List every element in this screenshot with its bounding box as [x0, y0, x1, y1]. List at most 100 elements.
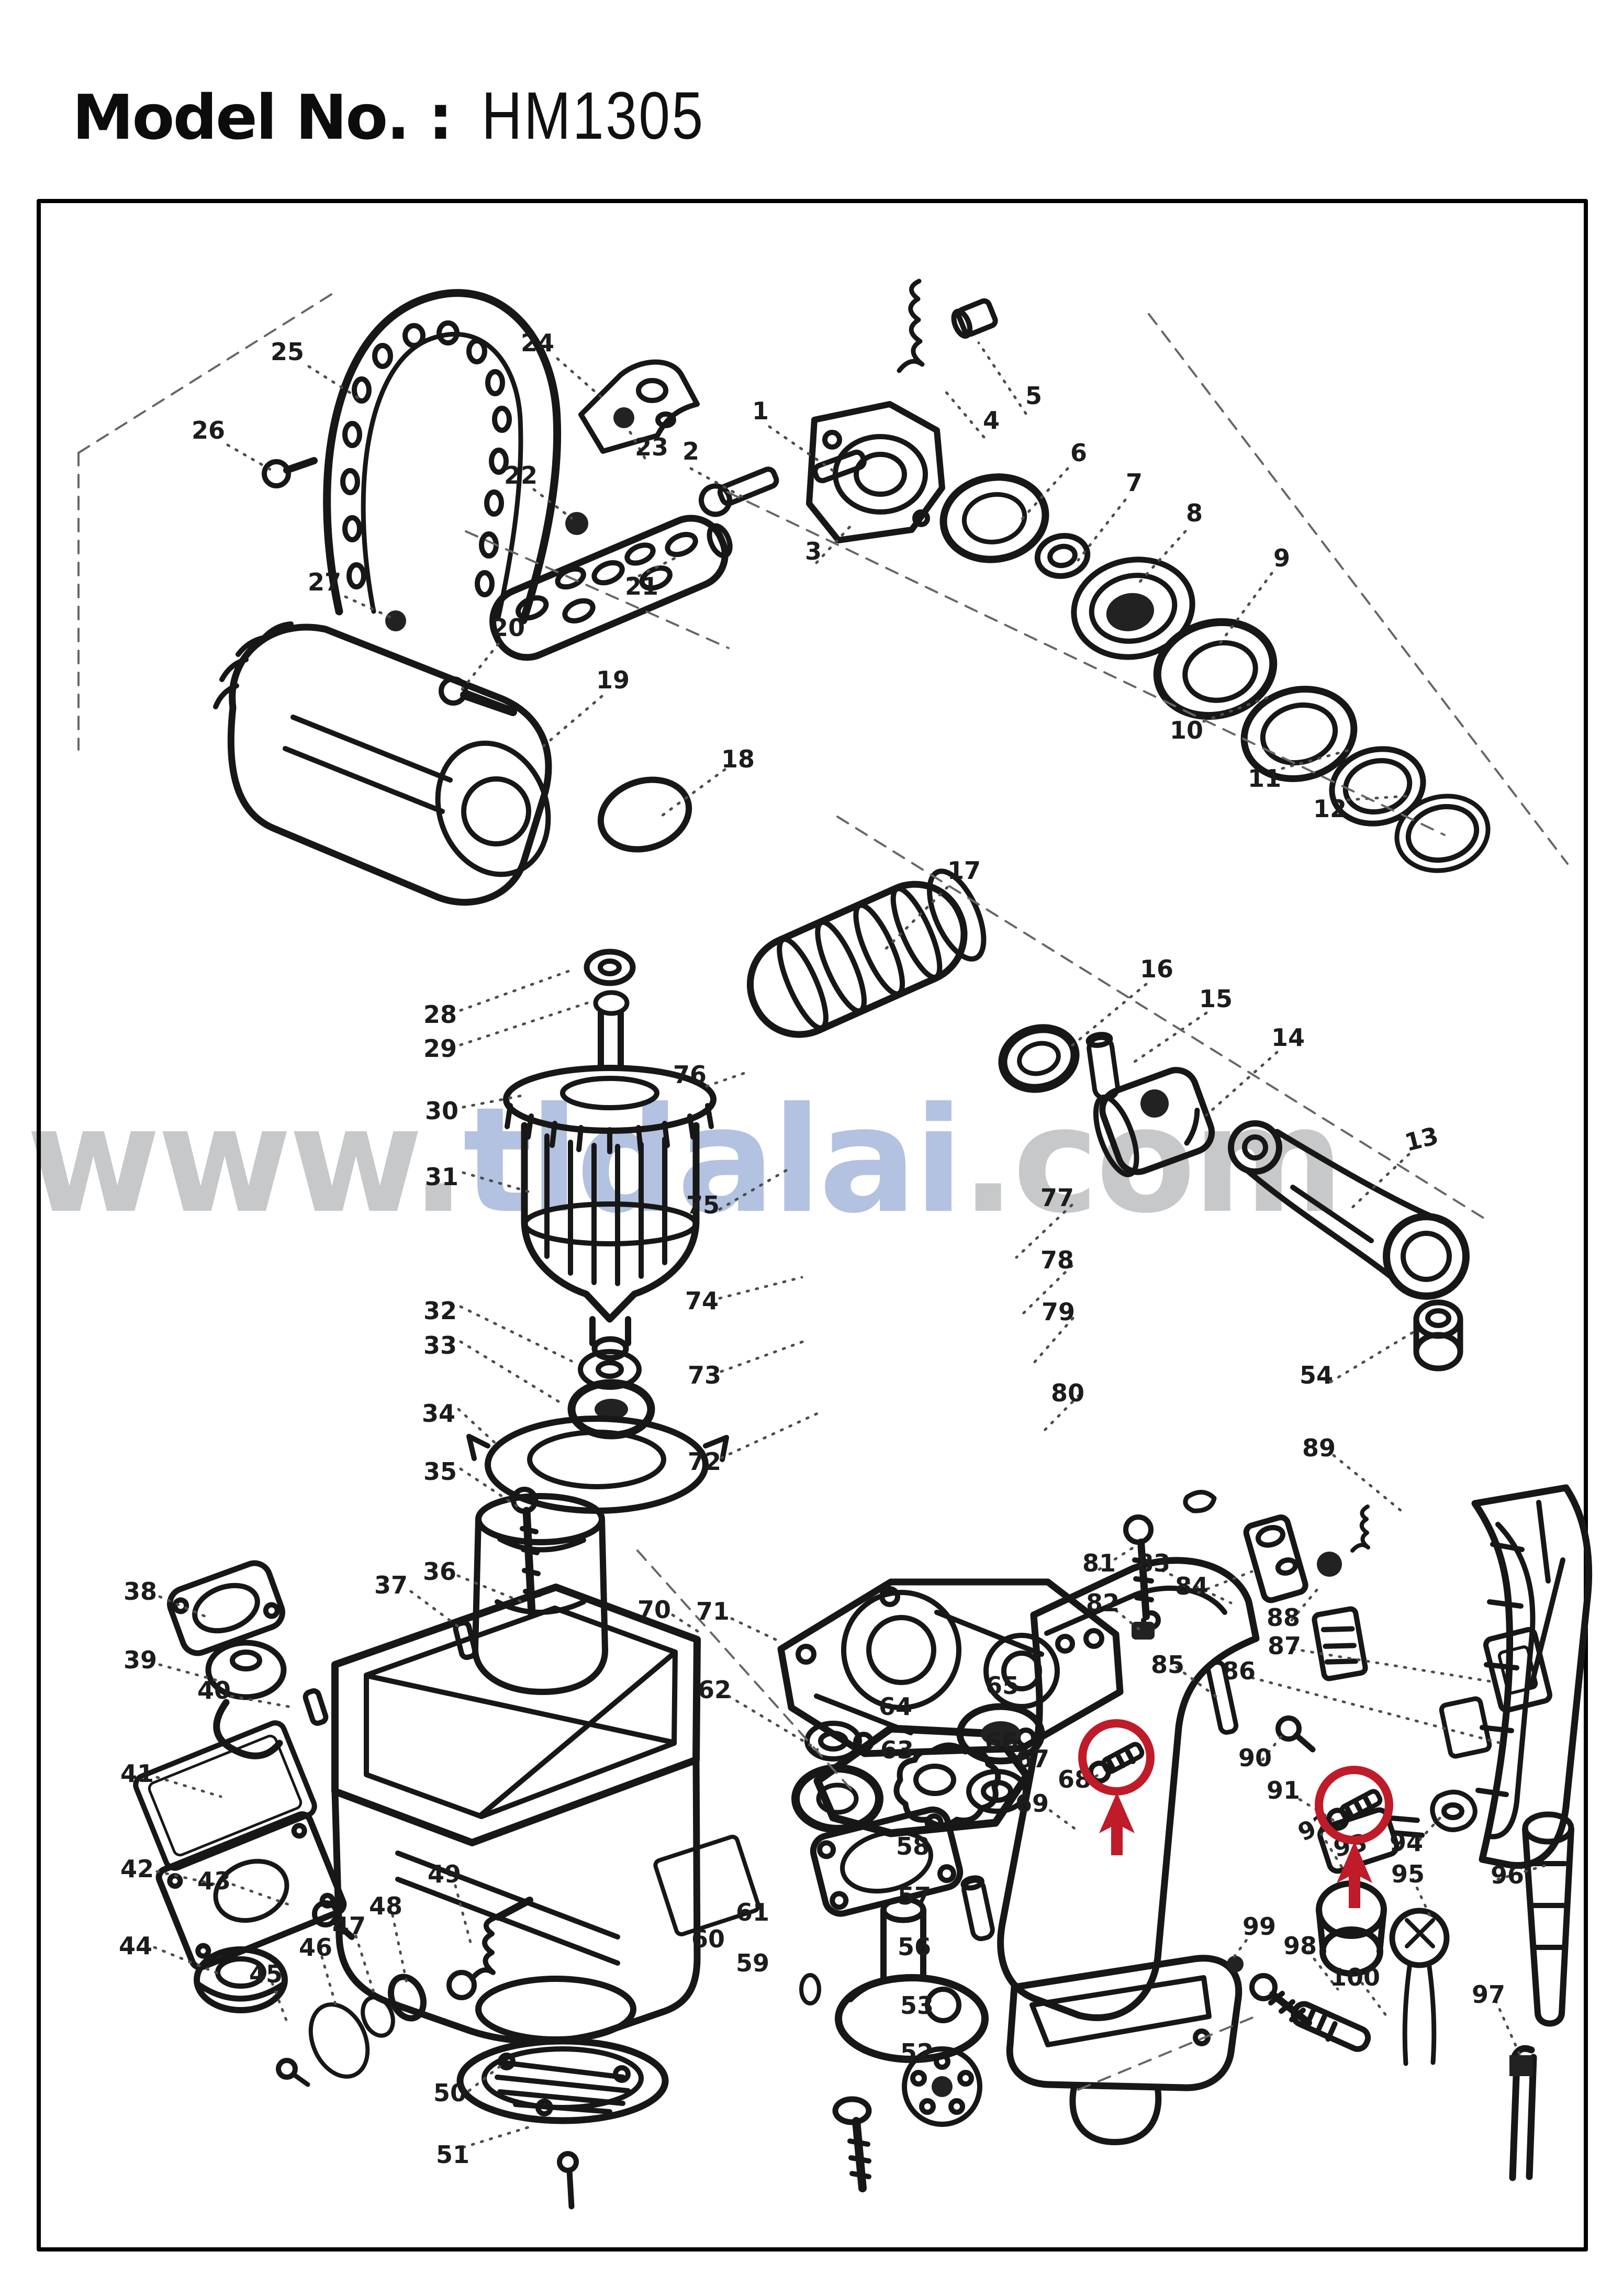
- model-no-value: HM1305: [482, 79, 705, 153]
- part-label-88: 88: [1266, 1603, 1301, 1632]
- part-label-43: 43: [197, 1867, 231, 1895]
- part-label-77: 77: [1040, 1184, 1074, 1212]
- part-label-17: 17: [947, 856, 981, 885]
- part-label-10: 10: [1169, 716, 1204, 744]
- highlight-68: [1078, 1719, 1155, 1855]
- watermark-prefix: www.: [26, 1076, 466, 1245]
- part-label-11: 11: [1247, 764, 1282, 793]
- part-label-48: 48: [368, 1892, 403, 1920]
- electric-parts: [1123, 1490, 1574, 2181]
- motor-housing: [213, 621, 552, 906]
- ring-stack: [939, 473, 1491, 873]
- part-label-53: 53: [900, 1991, 934, 2020]
- part-label-71: 71: [696, 1597, 730, 1625]
- part-label-34: 34: [421, 1399, 456, 1428]
- barrel: [746, 868, 987, 1038]
- part-label-65: 65: [985, 1671, 1020, 1700]
- cap-assembly: [698, 401, 945, 543]
- part-label-78: 78: [1040, 1246, 1074, 1274]
- part-label-83: 83: [1136, 1549, 1171, 1577]
- part-label-85: 85: [1150, 1651, 1185, 1679]
- part-label-69: 69: [1015, 1789, 1049, 1818]
- highlighted-screws: [1088, 1742, 1383, 1831]
- gasket-62: [813, 1724, 1031, 1837]
- part-label-60: 60: [691, 1925, 725, 1953]
- part-label-54: 54: [1299, 1361, 1334, 1389]
- part-label-97: 97: [1471, 1980, 1506, 2009]
- part-label-41: 41: [120, 1759, 154, 1788]
- part-label-72: 72: [687, 1447, 722, 1476]
- side-grip: [489, 515, 733, 661]
- small-screws-top: [262, 457, 588, 716]
- part-label-29: 29: [423, 1034, 457, 1063]
- part-label-58: 58: [896, 1832, 930, 1860]
- part-label-20: 20: [491, 614, 525, 642]
- part-label-47: 47: [332, 1912, 366, 1940]
- part-label-36: 36: [422, 1557, 457, 1586]
- part-label-56: 56: [897, 1933, 932, 1961]
- part-label-38: 38: [123, 1577, 158, 1606]
- ring-pin-piston: [998, 1024, 1215, 1177]
- part-label-86: 86: [1222, 1657, 1256, 1685]
- strap-handle: [323, 289, 562, 625]
- part-label-66: 66: [984, 1728, 1019, 1756]
- part-label-14: 14: [1271, 1023, 1305, 1052]
- strap-bracket: [578, 359, 700, 454]
- part-label-5: 5: [1025, 382, 1043, 410]
- part-label-2: 2: [682, 437, 700, 465]
- part-label-62: 62: [697, 1676, 732, 1704]
- part-label-82: 82: [1085, 1589, 1120, 1617]
- part-label-18: 18: [721, 745, 755, 773]
- part-label-33: 33: [423, 1331, 457, 1359]
- armature-assembly: [466, 949, 729, 1618]
- rear-handle: [1439, 1484, 1593, 1869]
- connecting-rod: [1228, 1120, 1470, 1300]
- part-label-37: 37: [374, 1571, 408, 1599]
- part-label-4: 4: [982, 406, 1000, 434]
- part-label-81: 81: [1082, 1549, 1116, 1577]
- part-label-84: 84: [1174, 1572, 1209, 1600]
- part-label-40: 40: [197, 1676, 231, 1704]
- part-label-64: 64: [878, 1692, 913, 1721]
- part-label-22: 22: [503, 461, 538, 489]
- part-label-94: 94: [1389, 1829, 1424, 1857]
- part-label-23: 23: [634, 433, 669, 461]
- part-label-96: 96: [1490, 1861, 1525, 1889]
- o-ring-18: [597, 776, 692, 853]
- diagram-border: [37, 199, 1588, 2252]
- part-label-16: 16: [1139, 955, 1174, 983]
- bushing-54: [1413, 1299, 1463, 1372]
- part-label-31: 31: [424, 1163, 459, 1191]
- part-label-44: 44: [118, 1932, 153, 1960]
- part-label-7: 7: [1125, 469, 1143, 497]
- part-label-61: 61: [735, 1898, 770, 1926]
- part-label-67: 67: [1015, 1745, 1050, 1773]
- part-label-76: 76: [673, 1061, 707, 1089]
- part-label-100: 100: [1329, 1963, 1381, 1991]
- part-label-27: 27: [307, 568, 342, 596]
- main-housing: [331, 1584, 760, 2210]
- part-label-70: 70: [637, 1596, 671, 1624]
- highlight-93: [1315, 1766, 1393, 1908]
- part-label-73: 73: [687, 1361, 722, 1389]
- part-label-6: 6: [1070, 439, 1088, 467]
- part-label-3: 3: [804, 537, 822, 565]
- part-label-8: 8: [1185, 499, 1203, 527]
- part-label-75: 75: [686, 1191, 720, 1219]
- part-label-19: 19: [596, 666, 630, 694]
- part-label-89: 89: [1302, 1434, 1336, 1462]
- part-label-49: 49: [427, 1860, 462, 1888]
- part-label-80: 80: [1050, 1379, 1085, 1407]
- part-label-74: 74: [685, 1287, 719, 1315]
- part-label-28: 28: [423, 1000, 457, 1029]
- part-label-15: 15: [1199, 985, 1233, 1013]
- part-label-79: 79: [1041, 1298, 1076, 1326]
- part-label-87: 87: [1267, 1632, 1302, 1660]
- page-title: Model No. :HM1305: [72, 77, 747, 154]
- part-label-42: 42: [120, 1855, 154, 1883]
- part-label-90: 90: [1238, 1744, 1272, 1772]
